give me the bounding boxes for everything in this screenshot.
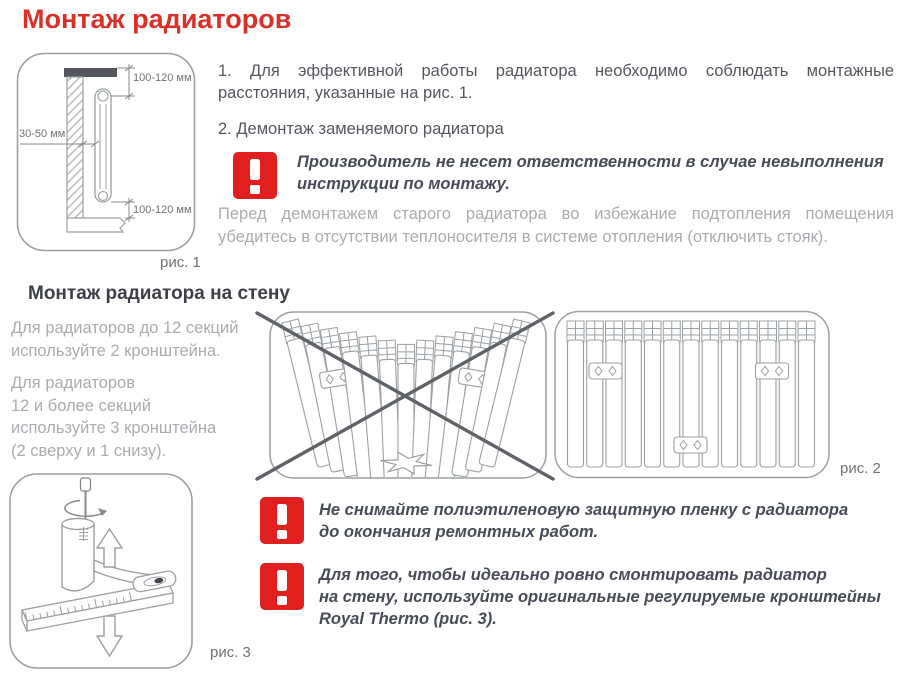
down-arrow-icon xyxy=(95,615,124,658)
figure-1-drawing xyxy=(16,52,196,252)
floor xyxy=(66,217,126,233)
section-heading-wall-mounting: Монтаж радиатора на стену xyxy=(28,283,290,304)
wall-hatched xyxy=(66,76,84,219)
page-title: Монтаж радиаторов xyxy=(22,4,292,34)
figure-1-caption: рис. 1 xyxy=(160,254,201,271)
warning-exclamation-icon xyxy=(260,563,304,610)
figure-1-mounting-distances: 100-120 мм 30-50 мм 100-120 мм xyxy=(16,52,196,252)
dimension-label-top: 100-120 мм xyxy=(133,72,192,84)
bracket-rule-2: Для радиаторов 12 и более секций использ… xyxy=(11,374,217,460)
radiator-profile xyxy=(94,88,112,203)
warning-exclamation-icon xyxy=(233,152,277,199)
figure-2-correct-mounting xyxy=(554,310,830,479)
sagging-radiator-drawing xyxy=(281,318,531,477)
screwdriver-icon xyxy=(64,477,107,519)
warning-2-text: Не снимайте полиэтиленовую защитную плен… xyxy=(319,501,849,541)
warning-1-text: Производитель не несет ответственности в… xyxy=(297,153,884,193)
figure-2-caption: рис. 2 xyxy=(840,460,881,477)
warning-3-text: Для того, чтобы идеально ровно смонтиров… xyxy=(319,566,881,628)
straight-radiator-drawing xyxy=(566,320,816,468)
warning-exclamation-icon xyxy=(260,497,304,544)
bracket-cylinder xyxy=(61,517,95,592)
dimension-label-side: 30-50 мм xyxy=(19,128,66,140)
bracket-foot xyxy=(132,570,177,593)
figure-3-caption: рис. 3 xyxy=(210,644,251,661)
windowsill xyxy=(64,68,117,77)
bracket-rule-1: Для радиаторов до 12 секций используйте … xyxy=(11,319,239,360)
cross-out-x-icon xyxy=(255,311,555,481)
step-1-text: 1. Для эффективной работы радиатора необ… xyxy=(218,62,894,102)
dimension-label-bottom: 100-120 мм xyxy=(133,204,192,216)
step-2-text: 2. Демонтаж заменяемого радиатора xyxy=(218,120,504,138)
up-arrow-icon xyxy=(95,527,124,568)
dimension-lines xyxy=(20,64,135,222)
ruler-rail xyxy=(21,581,174,632)
figure-2-wrong-mounting xyxy=(255,311,555,481)
dismantling-note-text: Перед демонтажем старого радиатора во из… xyxy=(218,205,894,246)
figure-3-adjustable-bracket xyxy=(9,473,193,669)
